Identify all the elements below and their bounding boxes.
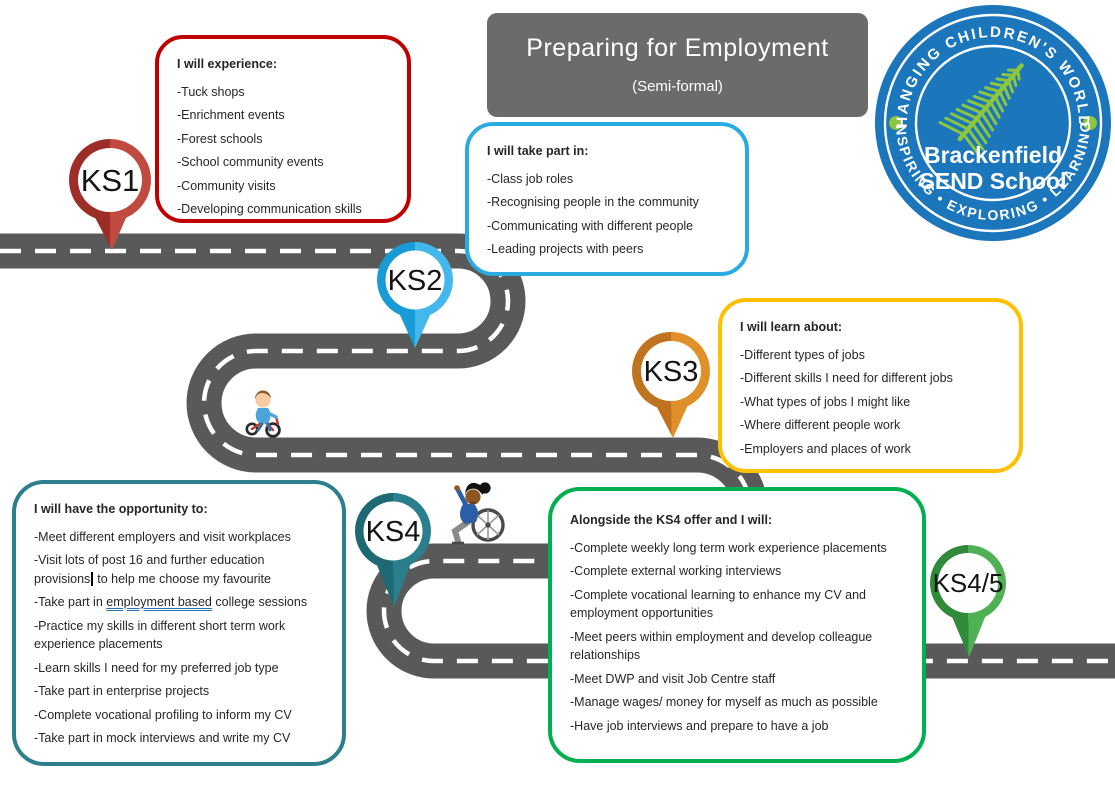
ks4-callout-items: -Meet different employers and visit work… — [34, 528, 324, 748]
logo-school-name-line1: Brackenfield — [924, 142, 1062, 168]
ks2-callout: I will take part in: -Class job roles -Re… — [465, 122, 749, 276]
ks45-callout-heading: Alongside the KS4 offer and I will: — [570, 513, 773, 527]
list-item: -School community events — [177, 155, 324, 169]
logo-left-dot — [889, 116, 903, 130]
ks1-pin: KS1 — [69, 139, 151, 250]
list-item: -Class job roles — [487, 171, 574, 186]
list-item: -Complete external working interviews — [570, 564, 782, 578]
list-item: -Leading projects with peers — [487, 242, 644, 256]
ks1-callout: I will experience: -Tuck shops -Enrichmen… — [155, 35, 411, 223]
list-item: -Different types of jobs — [740, 347, 865, 362]
list-item: -Communicating with different people — [487, 218, 694, 233]
tricycle-kid-illustration — [245, 390, 281, 438]
text-caret — [91, 571, 93, 586]
list-item: -What types of jobs I might like — [740, 394, 911, 409]
list-item: -Complete vocational learning to enhance… — [570, 587, 867, 621]
ks2-callout-heading: I will take part in: — [487, 144, 589, 158]
ks45-callout-items: -Complete weekly long term work experien… — [570, 539, 904, 736]
ks1-callout-heading: I will experience: — [177, 57, 278, 71]
ks1-pin-label: KS1 — [81, 163, 140, 198]
list-item: -Take part in enterprise projects — [34, 684, 210, 698]
list-item: -Enrichment events — [177, 108, 285, 122]
list-item: -Complete vocational profiling to inform… — [34, 707, 292, 722]
logo-right-dot — [1083, 116, 1097, 130]
ks45-pin: KS4/5 — [930, 545, 1006, 657]
ks4-callout-heading: I will have the opportunity to: — [34, 502, 208, 516]
ks1-callout-items: -Tuck shops -Enrichment events -Forest sch… — [177, 83, 389, 219]
ks4-pin-label: KS4 — [366, 516, 421, 548]
list-item: -Developing communication skills — [177, 202, 362, 216]
page-title: Preparing for Employment — [526, 34, 829, 62]
ks45-pin-label: KS4/5 — [933, 568, 1004, 598]
wheelchair-person-illustration — [451, 482, 505, 545]
list-item: -Where different people work — [740, 418, 901, 432]
page-subtitle: (Semi-formal) — [632, 78, 723, 95]
ks2-callout-items: -Class job roles -Recognising people in t… — [487, 170, 727, 259]
logo-badge-circle — [875, 5, 1111, 241]
list-item: -Community visits — [177, 178, 276, 193]
ks45-callout: Alongside the KS4 offer and I will: -Com… — [548, 487, 926, 763]
fern-leaf-icon — [938, 63, 1024, 157]
school-logo: CHANGING CHILDREN'S WORLDS INSPIRING • E… — [872, 2, 1111, 241]
list-item: -Complete weekly long term work experien… — [570, 540, 887, 555]
list-item: -Have job interviews and prepare to have… — [570, 718, 829, 733]
ks3-callout-items: -Different types of jobs -Different skill… — [740, 346, 1001, 459]
list-item: -Meet DWP and visit Job Centre staff — [570, 671, 776, 686]
list-item: -Visit lots of post 16 and further educa… — [34, 553, 271, 586]
list-item: -Practice my skills in different short t… — [34, 618, 286, 652]
list-item: -Take part in mock interviews and write … — [34, 731, 291, 745]
list-item: -Manage wages/ money for myself as much … — [570, 695, 878, 709]
list-item: -Employers and places of work — [740, 441, 911, 456]
logo-school-name-line2: SEND School — [920, 168, 1067, 194]
list-item: -Meet different employers and visit work… — [34, 529, 291, 544]
ks4-pin: KS4 — [355, 493, 431, 607]
list-item: -Forest schools — [177, 131, 263, 146]
ks3-callout-heading: I will learn about: — [740, 320, 843, 334]
ks2-pin-label: KS2 — [388, 265, 443, 297]
list-item: -Different skills I need for different j… — [740, 371, 953, 385]
list-item: -Meet peers within employment and develo… — [570, 629, 873, 663]
ks3-callout: I will learn about: -Different types of … — [718, 298, 1023, 473]
ks4-callout: I will have the opportunity to: -Meet di… — [12, 480, 346, 766]
ks3-pin: KS3 — [632, 332, 710, 438]
list-item: -Learn skills I need for my preferred jo… — [34, 660, 279, 675]
list-item: -Tuck shops — [177, 84, 245, 99]
title-box: Preparing for Employment (Semi-formal) — [487, 13, 868, 117]
list-item: -Take part in employment based college s… — [34, 595, 308, 609]
ks2-pin: KS2 — [377, 242, 453, 348]
ks3-pin-label: KS3 — [644, 356, 699, 388]
list-item: -Recognising people in the community — [487, 195, 699, 209]
